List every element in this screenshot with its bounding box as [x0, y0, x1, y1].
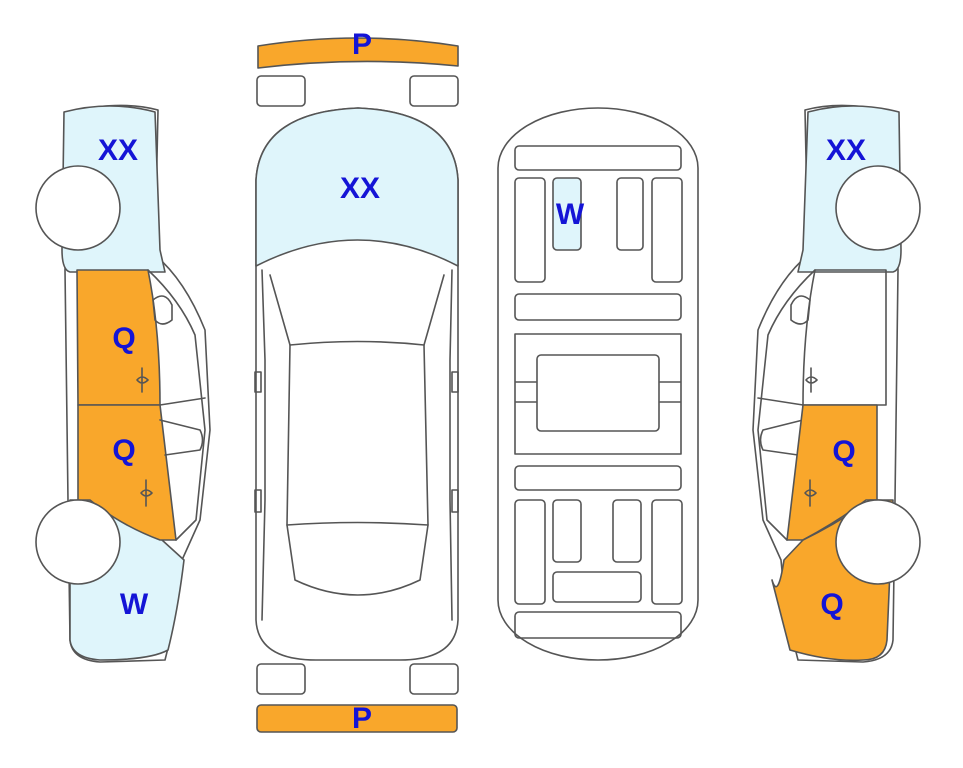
underside-rear-tank	[552, 571, 642, 603]
top-right-side-line	[449, 269, 453, 621]
top-front-left-light	[256, 75, 306, 107]
top-rear-bumper[interactable]	[256, 704, 458, 733]
right-side-mirror	[790, 295, 811, 325]
top-rear-bumper-label: P	[352, 702, 372, 735]
top-rear-left-light	[256, 663, 306, 695]
left-side-view: XX Q Q W	[35, 104, 211, 663]
underside-rear-mid-left	[552, 499, 582, 563]
underside-cross-bar-2	[514, 465, 682, 491]
underside-center-frame	[514, 333, 682, 455]
top-rear-window	[286, 524, 429, 596]
underside-center-plate	[536, 354, 660, 432]
top-view: P XX P	[254, 28, 459, 735]
right-side-front-wheel	[835, 165, 921, 251]
right-side-rear-wheel	[835, 499, 921, 585]
underside-front-mid-block	[616, 177, 644, 251]
underside-front-bar	[514, 145, 682, 171]
underside-rear-left-rail	[514, 499, 546, 605]
top-left-side-line	[261, 269, 266, 621]
underside-panel[interactable]	[552, 177, 582, 251]
top-hood[interactable]	[255, 107, 459, 267]
right-side-rear-door-label: Q	[832, 435, 855, 468]
underside-view: W	[497, 107, 699, 661]
left-side-rear-door-label: Q	[112, 434, 135, 467]
left-side-rear-door[interactable]	[77, 404, 177, 541]
right-side-body-outline	[752, 104, 899, 663]
top-front-right-light	[409, 75, 459, 107]
right-side-rear-handle	[804, 479, 817, 507]
left-side-front-wheel	[35, 165, 121, 251]
top-front-bumper-label: P	[352, 28, 372, 61]
top-left-mirror	[254, 371, 262, 393]
left-side-body-outline	[64, 104, 211, 663]
left-side-rear-label: W	[120, 588, 149, 621]
left-side-pillar	[159, 397, 206, 456]
top-right-mirror	[451, 371, 459, 393]
underside-rear-mid-right	[612, 499, 642, 563]
right-side-front-label: XX	[826, 134, 866, 167]
top-front-bumper[interactable]	[257, 37, 459, 69]
right-side-rear-label: Q	[820, 588, 843, 621]
top-rear-right-light	[409, 663, 459, 695]
underside-outline	[497, 107, 699, 661]
right-side-window-line	[757, 269, 816, 541]
right-side-pillar	[757, 397, 804, 456]
top-roof	[286, 344, 429, 526]
top-hood-label: XX	[340, 172, 380, 205]
underside-rear-right-rail	[651, 499, 683, 605]
top-left-rear-mark	[254, 489, 262, 513]
underside-rear-bar	[514, 611, 682, 639]
right-side-front-door-outline	[802, 269, 887, 406]
left-side-rear-wheel	[35, 499, 121, 585]
right-side-view: XX Q Q	[752, 104, 921, 663]
left-side-rear-handle	[140, 479, 153, 507]
left-side-mirror	[152, 295, 173, 325]
underside-panel-label: W	[556, 198, 585, 231]
right-side-front-handle	[805, 367, 818, 393]
underside-front-right-rail	[651, 177, 683, 283]
top-windshield	[269, 274, 445, 346]
left-side-front-door-label: Q	[112, 322, 135, 355]
left-side-front-label: XX	[98, 134, 138, 167]
underside-front-left-rail	[514, 177, 546, 283]
left-side-front-handle	[136, 367, 149, 393]
left-side-window-line	[147, 269, 206, 541]
top-right-rear-mark	[451, 489, 459, 513]
underside-cross-bar-1	[514, 293, 682, 321]
